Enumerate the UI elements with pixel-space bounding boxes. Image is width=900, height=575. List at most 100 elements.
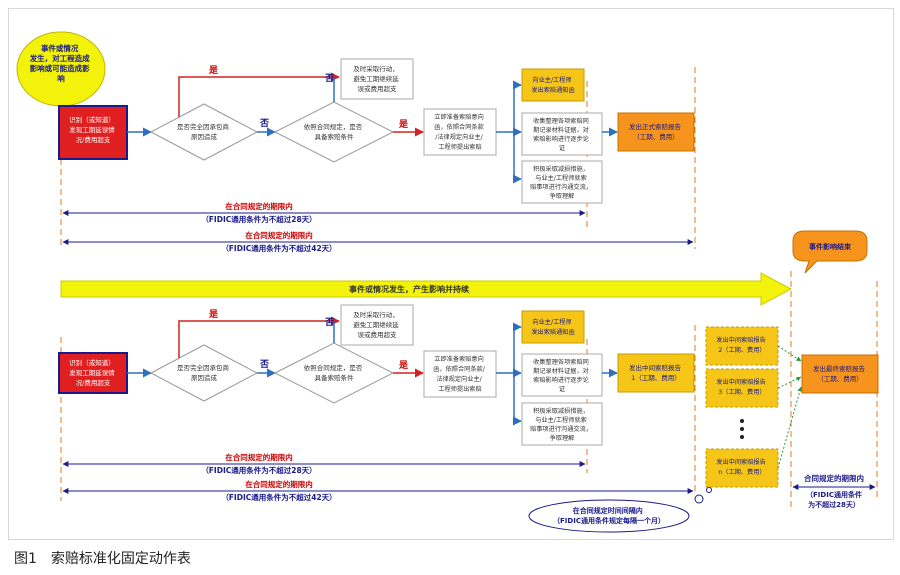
bottom-diamond1-line-2: 原因造成 xyxy=(191,373,218,382)
bottom-action-line-3: 误或费用超支 xyxy=(358,330,398,339)
svg-text:及时采取行动， 避免工期继续延 误或: 及时采取行动， 避免工期继续延 误或费用超支 xyxy=(353,64,401,93)
start-text-3: 影响或可能造成影 xyxy=(30,63,90,73)
bottom-no1-label: 否 xyxy=(259,359,269,370)
bottom-no2-label: 否 xyxy=(324,317,334,328)
top-measures-box: 积极采取减损措施， 与业主/工程师就索 赔事项进行沟通交流， 争取理解 xyxy=(521,160,603,204)
diamond2-line-2: 具备索赔条件 xyxy=(315,132,355,141)
bottom-period2-line-2: （FIDIC通用条件为不超过42天） xyxy=(221,492,336,502)
bottom-owner-box: 向业主/工程师 发出索赔通知函 xyxy=(521,310,585,344)
bottom-collect-line-3: 索赔影响进行逐步论 xyxy=(533,376,589,384)
figure-number: 图1 xyxy=(14,551,37,567)
final-period-line-1: 合同规定的期限内 xyxy=(804,473,864,483)
bottom-red-box: 识别（或知道） 发现工期延误情 况/费用超支 xyxy=(58,352,128,394)
measures-line-4: 争取理解 xyxy=(550,192,575,200)
end-bubble: 事件影响结束 xyxy=(792,230,868,274)
bottom-measures-line-3: 赔事项进行沟通交流， xyxy=(530,425,592,433)
bottom-period1-line-2: （FIDIC通用条件为不超过28天） xyxy=(201,465,316,475)
final-connectors xyxy=(777,345,803,469)
interval-line-1: 在合同规定时间间隔内 xyxy=(573,506,643,515)
collect-line-4: 证 xyxy=(559,145,565,152)
svg-text:立即准备索赔意向 函，依照合同条款: 立即准备索赔意向 函，依照合同条款 /法律规定向业主/ 工程师提出索赔 xyxy=(434,113,485,151)
svg-text:发出正式索赔报告 （工期、费用）: 发出正式索赔报告 （工期、费用） xyxy=(629,122,683,141)
interim2-line-1: 发出中间索赔报告 xyxy=(716,336,766,344)
interval-line-2: （FIDIC通用条件规定每隔一个月） xyxy=(553,516,665,525)
top-diamond-2: 依照合同规定，是否 具备索赔条件 xyxy=(273,101,395,163)
bottom-red-box-line-2: 发现工期延误情 xyxy=(69,368,115,377)
bottom-red-box-line-1: 识别（或知道） xyxy=(69,358,115,367)
bottom-measures-line-2: 与业主/工程师就索 xyxy=(535,416,587,424)
svg-text:向业主/工程师 发出索赔通知函: 向业主/工程师 发出索赔通知函 xyxy=(531,76,574,94)
bottom-action-line-2: 避免工期继续延 xyxy=(353,320,399,329)
figure-title: 索赔标准化固定动作表 xyxy=(50,551,191,567)
top-notify-box: 立即准备索赔意向 函，依照合同条款 /法律规定向业主/ 工程师提出索赔 xyxy=(423,108,497,156)
interim1-line-2: 1（工期、费用） xyxy=(631,373,681,382)
interim-ellipsis xyxy=(740,419,744,439)
top-period1-line-1: 在合同规定的期限内 xyxy=(225,201,293,211)
bottom-notify-line-2: 函，依照合同条款/ xyxy=(433,365,485,373)
svg-text:依照合同规定，是否 具备索赔条件: 依照合同规定，是否 具备索赔条件 xyxy=(304,122,365,141)
bottom-collect-line-2: 期记录材料证据，对 xyxy=(533,367,589,375)
top-period1-line-2: （FIDIC通用条件为不超过28天） xyxy=(201,214,316,224)
start-text-1: 事件或情况 xyxy=(41,43,79,53)
measures-line-2: 与业主/工程师就索 xyxy=(535,174,587,182)
notify-line-3: /法律规定向业主/ xyxy=(435,133,483,141)
top-diamond-1: 是否完全因承包商 原因造成 xyxy=(149,103,259,161)
top-yes2-label: 是 xyxy=(398,119,409,130)
diamond2-line-1: 依照合同规定，是否 xyxy=(304,122,363,131)
svg-text:在合同规定时间间隔内 （FIDIC通用条件规定每: 在合同规定时间间隔内 （FIDIC通用条件规定每隔一个月） xyxy=(553,506,665,525)
top-yes1-arrow xyxy=(178,72,340,117)
diagram-frame: 事件或情况 发生，对工程造成 影响或可能造成影 响 识别（或知道） 发现工期延误… xyxy=(8,8,894,540)
bottom-yes2-label: 是 xyxy=(398,360,409,371)
action-line-2: 避免工期继续延 xyxy=(353,74,399,83)
action-line-3: 误或费用超支 xyxy=(358,84,398,93)
action-line-1: 及时采取行动， xyxy=(353,64,399,73)
svg-text:收集整理各项索赔同 期记录材料证据，对: 收集整理各项索赔同 期记录材料证据，对 索赔影响进行逐步论 证 xyxy=(533,358,591,393)
final-report-line-2: （工期、费用） xyxy=(817,374,863,383)
continuing-event-arrow: 事件或情况发生，产生影响并持续 xyxy=(60,272,793,306)
bottom-diamond1-line-1: 是否完全因承包商 xyxy=(177,363,230,372)
red-box-line-3: 况/费用超支 xyxy=(76,135,111,144)
svg-text:立即准备索赔意向 函，依照合同条款/: 立即准备索赔意向 函，依照合同条款/ 法律规定向业主/ 工程师提出索赔 xyxy=(433,355,487,393)
svg-text:及时采取行动， 避免工期继续延 误或: 及时采取行动， 避免工期继续延 误或费用超支 xyxy=(353,310,401,339)
interim3-line-1: 发出中间索赔报告 xyxy=(716,378,766,386)
svg-text:积极采取减损措施， 与业主/工程师就索: 积极采取减损措施， 与业主/工程师就索 赔事项进行沟通交流， 争取理解 xyxy=(530,407,594,442)
interval-cloud: 在合同规定时间间隔内 （FIDIC通用条件规定每隔一个月） xyxy=(528,487,712,533)
top-period2-line-2: （FIDIC通用条件为不超过42天） xyxy=(221,243,336,253)
bottom-action-box: 及时采取行动， 避免工期继续延 误或费用超支 xyxy=(340,304,414,346)
bottom-diamond2-line-2: 具备索赔条件 xyxy=(315,373,355,382)
interim2-line-2: 2（工期、费用） xyxy=(718,346,765,354)
svg-text:是否完全因承包商 原因造成: 是否完全因承包商 原因造成 xyxy=(177,363,231,382)
collect-line-1: 收集整理各项索赔同 xyxy=(533,117,589,125)
bottom-notify-line-4: 工程师提出索赔 xyxy=(438,385,481,393)
owner-line-2: 发出索赔通知函 xyxy=(531,86,574,94)
svg-text:发出中间索赔报告 3（工期、费用）: 发出中间索赔报告 3（工期、费用） xyxy=(716,378,767,396)
bottom-measures-box: 积极采取减损措施， 与业主/工程师就索 赔事项进行沟通交流， 争取理解 xyxy=(521,402,603,446)
formal-report-line-1: 发出正式索赔报告 xyxy=(629,122,682,131)
svg-text:事件或情况 发生，对工程造成 影响或: 事件或情况 发生，对工程造成 影响或可能造成影 响 xyxy=(29,43,93,83)
final-period-line-3: 为不超过28天） xyxy=(808,500,860,509)
svg-text:发出最终索赔报告 （工期、费用）: 发出最终索赔报告 （工期、费用） xyxy=(813,364,867,383)
bottom-notify-line-3: 法律规定向业主/ xyxy=(436,375,482,383)
bottom-collect-line-4: 证 xyxy=(559,386,565,393)
svg-text:发出中间索赔报告 1（工期、费用）: 发出中间索赔报告 1（工期、费用） xyxy=(629,363,683,382)
diamond1-line-2: 原因造成 xyxy=(191,132,218,141)
interim-report-n-box: 发出中间索赔报告 n（工期、费用） xyxy=(705,448,779,488)
bottom-measures-line-4: 争取理解 xyxy=(550,434,575,442)
interimn-line-2: n（工期、费用） xyxy=(718,468,765,476)
notify-line-2: 函，依照合同条款 xyxy=(434,123,484,131)
bottom-measures-line-1: 积极采取减损措施， xyxy=(533,407,589,415)
bottom-collect-line-1: 收集整理各项索赔同 xyxy=(533,358,589,366)
top-action-box: 及时采取行动， 避免工期继续延 误或费用超支 xyxy=(340,58,414,100)
claim-flowchart: 事件或情况 发生，对工程造成 影响或可能造成影 响 识别（或知道） 发现工期延误… xyxy=(16,31,879,533)
red-box-line-2: 发现工期延误情 xyxy=(69,125,115,134)
bottom-owner-line-2: 发出索赔通知函 xyxy=(531,328,574,336)
bottom-period2-line-1: 在合同规定的期限内 xyxy=(245,479,313,489)
interimn-line-1: 发出中间索赔报告 xyxy=(716,458,766,466)
top-no1-label: 否 xyxy=(259,118,269,129)
continuing-event-label: 事件或情况发生，产生影响并持续 xyxy=(349,284,469,294)
svg-text:收集整理各项索赔同 期记录材料证据，对: 收集整理各项索赔同 期记录材料证据，对 索赔影响进行逐步论 证 xyxy=(533,117,591,152)
interim-report-1-box: 发出中间索赔报告 1（工期、费用） xyxy=(617,353,695,393)
bottom-yes1-label: 是 xyxy=(208,309,219,320)
top-formal-report-box: 发出正式索赔报告 （工期、费用） xyxy=(617,112,695,152)
svg-text:是否完全因承包商 原因造成: 是否完全因承包商 原因造成 xyxy=(177,122,231,141)
